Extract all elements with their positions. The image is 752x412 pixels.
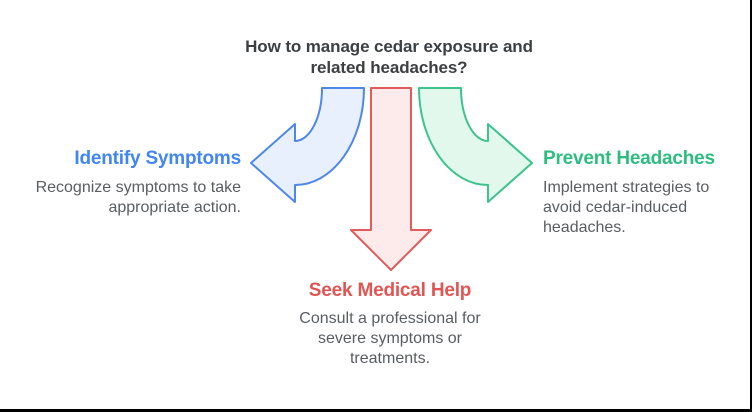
curved-right-arrow-icon	[418, 87, 533, 203]
branch-description-prevent-headaches: Implement strategies to avoid cedar-indu…	[543, 179, 710, 236]
down-arrow-icon	[350, 87, 432, 271]
branch-description-seek-medical-help: Consult a professional for severe sympto…	[299, 310, 481, 367]
page-title: How to manage cedar exposure and related…	[245, 37, 533, 77]
branch-heading-seek-medical-help: Seek Medical Help	[308, 280, 472, 301]
curved-left-arrow-icon	[250, 87, 365, 203]
branch-heading-identify-symptoms: Identify Symptoms	[74, 148, 241, 169]
branch-description-identify-symptoms: Recognize symptoms to take appropriate a…	[35, 179, 241, 216]
branch-heading-prevent-headaches: Prevent Headaches	[543, 148, 715, 169]
